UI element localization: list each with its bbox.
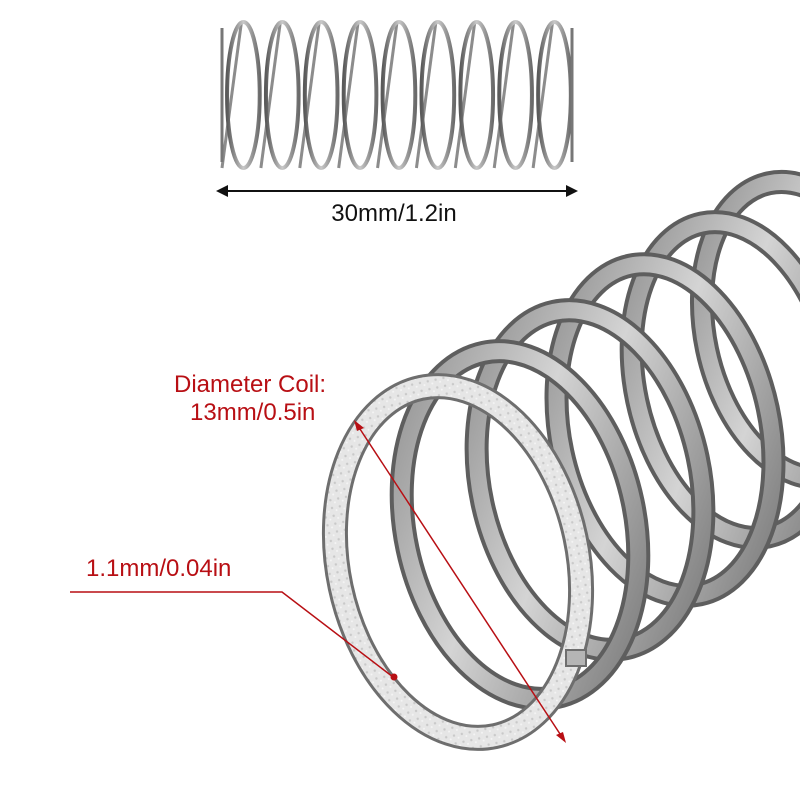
coil-back-strand	[492, 21, 516, 169]
coil-loop	[419, 20, 457, 170]
coil-back-strand	[259, 21, 282, 169]
coil-loop	[225, 20, 262, 170]
coil-diameter-value: 13mm/0.5in	[190, 399, 316, 426]
wire-diameter-leader	[70, 591, 398, 681]
coil-back-strand	[453, 21, 477, 169]
coil-back-strand	[337, 21, 360, 169]
coil-ring-highlight	[693, 173, 800, 487]
coil-loop	[380, 20, 418, 170]
coil-loop	[497, 20, 534, 170]
coil-loop	[263, 20, 301, 170]
spring-side-view	[216, 20, 578, 197]
coil-ring-highlight	[548, 256, 782, 604]
coil-diameter-title: Diameter Coil:	[174, 371, 327, 398]
coil-back-strand	[376, 21, 399, 169]
wire-diameter-label: 1.1mm/0.04in	[86, 555, 232, 582]
coil-loop	[341, 20, 379, 170]
coil-loop	[302, 20, 340, 170]
length-dimension-label: 30mm/1.2in	[331, 200, 457, 227]
spring-coils	[220, 20, 574, 170]
coil-back-strand	[298, 21, 321, 169]
coil-diameter-arrow	[354, 420, 566, 743]
coil-back-strand	[414, 21, 438, 169]
coil-back-strand	[220, 21, 243, 169]
length-dimension-arrow	[216, 185, 578, 197]
spring-closeup-coils	[389, 169, 800, 711]
coil-back-strand	[531, 21, 555, 169]
coil-loop	[458, 20, 496, 170]
spring-end-ring	[321, 373, 595, 751]
